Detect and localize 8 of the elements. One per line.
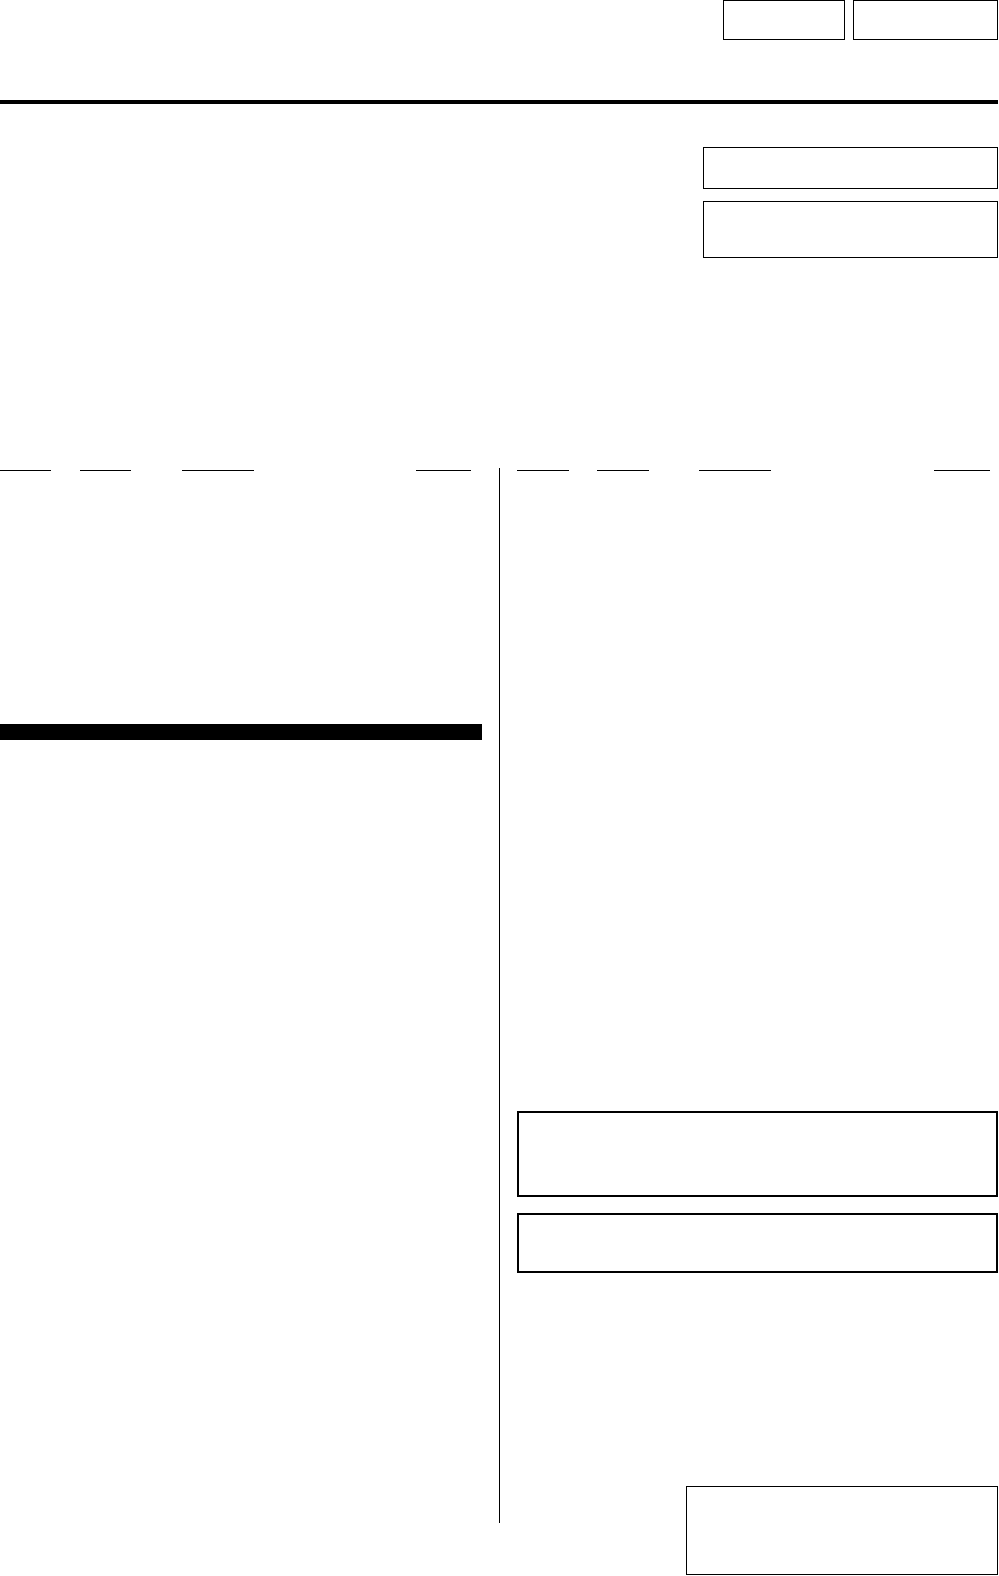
empty-box [517, 1111, 998, 1197]
empty-box [853, 0, 998, 40]
section-bar [0, 724, 482, 740]
empty-box [703, 147, 998, 189]
empty-box [723, 0, 845, 40]
empty-box [517, 1213, 998, 1273]
empty-box [686, 1486, 998, 1575]
empty-box [703, 201, 998, 258]
